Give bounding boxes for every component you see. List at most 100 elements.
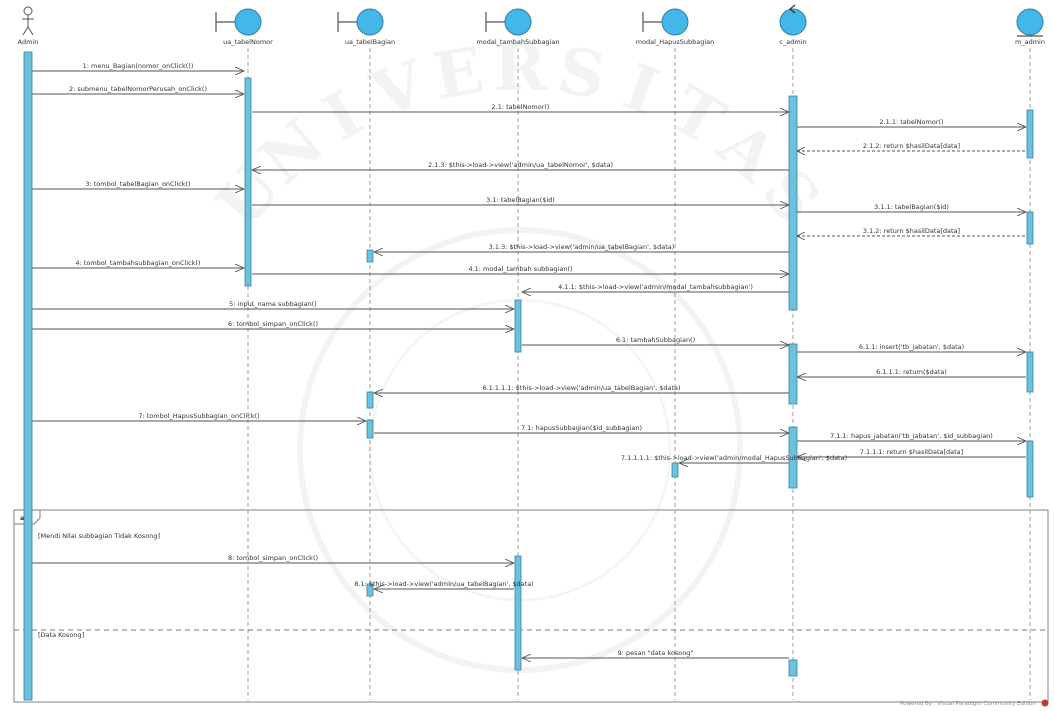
message-label: 8: tombol_simpan_onClick(): [228, 554, 318, 562]
message-label: 6.1: tambahSubbagian(): [616, 336, 695, 344]
boundary-icon: [642, 8, 689, 36]
participant-ui_tabelnomor: ua_tabelNomor: [215, 8, 273, 46]
participant-ui_tabelbagian: ua_tabelBagian: [337, 8, 395, 46]
message: 2.1: tabelNomor(): [252, 103, 789, 112]
message: 6.1: tambahSubbagian(): [522, 336, 789, 345]
activation-c_admin: [788, 95, 798, 311]
message: 6.1.1: insert('tb_jabatan', $data): [797, 343, 1026, 352]
message-label: 6.1.1.1.1: $this->load->view('admin/ua_t…: [482, 384, 680, 392]
message: 7.1: hapusSubbagian($id_subbagian): [374, 424, 789, 433]
message-label: 2: submenu_tabelNomorPerusah_onClick(): [69, 85, 207, 93]
message: 3.1.3: $this->load->view('admin/ua_tabel…: [374, 243, 789, 252]
boundary-icon: [485, 8, 532, 36]
activation-modal_tambah: [514, 299, 522, 353]
watermark-letter: V: [362, 46, 437, 134]
message: 9: pesan "data kosong": [522, 649, 789, 658]
message-label: 6: tombol_simpan_onClick(): [228, 320, 318, 328]
message: 3.1.2: return $hasilData[data]: [797, 227, 1026, 236]
message: 3.1.1: tabelBagian($id): [797, 203, 1026, 212]
participant-admin: Admin: [18, 6, 39, 46]
message: 6.1.1.1.1: $this->load->view('admin/ua_t…: [374, 384, 789, 393]
watermark-letter: I: [614, 50, 668, 131]
message: 1: menu_Bagian(nomor_onClick()): [32, 62, 244, 71]
messages: 1: menu_Bagian(nomor_onClick()) 2: submen…: [32, 62, 1026, 658]
message-label: 8.1: $this->load->view('admin/ua_tabelBa…: [354, 580, 533, 588]
control-icon: [779, 4, 807, 36]
message-label: 2.1: tabelNomor(): [492, 103, 550, 111]
participant-label: c_admin: [779, 38, 806, 46]
activation-c_admin: [788, 659, 798, 677]
message-label: 3.1.1: tabelBagian($id): [874, 203, 949, 211]
participant-modal_tambah: modal_tambahSubbagian: [476, 8, 560, 46]
activation-m_admin: [1026, 109, 1034, 159]
message: 2.1.2: return $hasilData[data]: [797, 142, 1026, 151]
message-label: 9: pesan "data kosong": [618, 649, 694, 657]
message-label: 6.1.1: insert('tb_jabatan', $data): [859, 343, 964, 351]
message: 7.1.1: hapus_jabatan('tb_jabatan', $id_s…: [797, 432, 1026, 441]
message: 2.1.1: tabelNomor(): [797, 118, 1026, 127]
actor-icon: [22, 6, 34, 36]
message-label: 5: input_nama subbagian(): [229, 300, 317, 308]
activation-admin: [23, 51, 33, 701]
footer-text: Powered By : Visual Paradigm Community E…: [900, 701, 1036, 707]
activation-m_admin: [1026, 351, 1034, 393]
watermark-letter: R: [493, 31, 547, 106]
fragment-guard-2: [Data Kosong]: [38, 631, 84, 639]
participant-label: modal_tambahSubbagian: [476, 38, 559, 46]
boundary-icon: [337, 8, 384, 36]
message: 4: tombol_tambahsubbagian_onClick(): [32, 259, 244, 268]
message-label: 2.1.1: tabelNomor(): [879, 118, 943, 126]
message-label: 1: menu_Bagian(nomor_onClick()): [83, 62, 194, 70]
message-label: 4.1: modal_tambah subbagian(): [468, 265, 572, 273]
activation-bars: [23, 51, 1034, 701]
message-label: 3.1: tabelBagian($id): [486, 196, 555, 204]
entity-icon: [1016, 8, 1044, 37]
activation-ui_tabelnomor: [244, 77, 252, 287]
message-label: 3.1.3: $this->load->view('admin/ua_tabel…: [489, 243, 675, 251]
message-label: 3: tombol_tabelBagian_onClick(): [85, 180, 190, 188]
message-label: 3.1.2: return $hasilData[data]: [863, 227, 960, 235]
message: 2: submenu_tabelNomorPerusah_onClick(): [32, 85, 244, 94]
participants: Admin ua_tabelNomor ua_tabelBagian modal_ta…: [18, 4, 1045, 46]
message: 7.1.1.1.1: $this->load->view('admin/moda…: [621, 454, 847, 463]
message: 7: tombol_HapusSubbagian_onClick(): [32, 412, 366, 421]
message-label: 6.1.1.1: return($data): [876, 368, 947, 376]
message: 6.1.1.1: return($data): [797, 368, 1026, 377]
activation-ui_tabelbagian: [366, 419, 374, 439]
message-label: 7.1.1.1: return $hasilData[data]: [860, 448, 963, 456]
boundary-icon: [215, 8, 262, 36]
participant-label: modal_HapusSubbagian: [636, 38, 715, 46]
fragment-guard-1: [Mendi Nilai subbagian Tidak Kosong]: [38, 532, 160, 540]
participant-label: ua_tabelNomor: [223, 38, 273, 46]
alt-fragment: alt[Mendi Nilai subbagian Tidak Kosong][…: [13, 509, 1049, 703]
message: 8.1: $this->load->view('admin/ua_tabelBa…: [354, 580, 534, 589]
message: 2.1.3: $this->load->view('admin/ua_tabel…: [252, 161, 789, 170]
message-label: 7.1.1.1.1: $this->load->view('admin/moda…: [621, 454, 847, 462]
message-label: 7.1: hapusSubbagian($id_subbagian): [521, 424, 642, 432]
message-label: 2.1.2: return $hasilData[data]: [863, 142, 960, 150]
message-label: 4: tombol_tambahsubbagian_onClick(): [75, 259, 200, 267]
message-label: 7: tombol_HapusSubbagian_onClick(): [138, 412, 259, 420]
participant-label: Admin: [18, 38, 39, 46]
participant-label: ua_tabelBagian: [345, 38, 395, 46]
message: 3.1: tabelBagian($id): [252, 196, 789, 205]
message: 3: tombol_tabelBagian_onClick(): [32, 180, 244, 189]
activation-ui_tabelbagian: [366, 391, 374, 409]
message: 5: input_nama subbagian(): [32, 300, 514, 309]
message-label: 2.1.3: $this->load->view('admin/ua_tabel…: [428, 161, 613, 169]
footer-logo-icon: [1041, 699, 1049, 707]
message: 6: tombol_simpan_onClick(): [32, 320, 514, 329]
activation-m_admin: [1026, 440, 1034, 498]
participant-label: m_admin: [1015, 38, 1045, 46]
message-label: 4.1.1: $this->load->view('admin/modal_ta…: [558, 283, 753, 291]
participant-modal_hapus: modal_HapusSubbagian: [636, 8, 715, 46]
participant-m_admin: m_admin: [1015, 8, 1045, 46]
message: 4.1: modal_tambah subbagian(): [252, 265, 789, 274]
activation-modal_hapus: [671, 462, 679, 478]
message-label: 7.1.1: hapus_jabatan('tb_jabatan', $id_s…: [830, 432, 993, 440]
activation-modal_tambah: [514, 555, 522, 671]
message: 4.1.1: $this->load->view('admin/modal_ta…: [522, 283, 789, 292]
activation-c_admin: [788, 343, 798, 405]
participant-c_admin: c_admin: [779, 4, 807, 46]
